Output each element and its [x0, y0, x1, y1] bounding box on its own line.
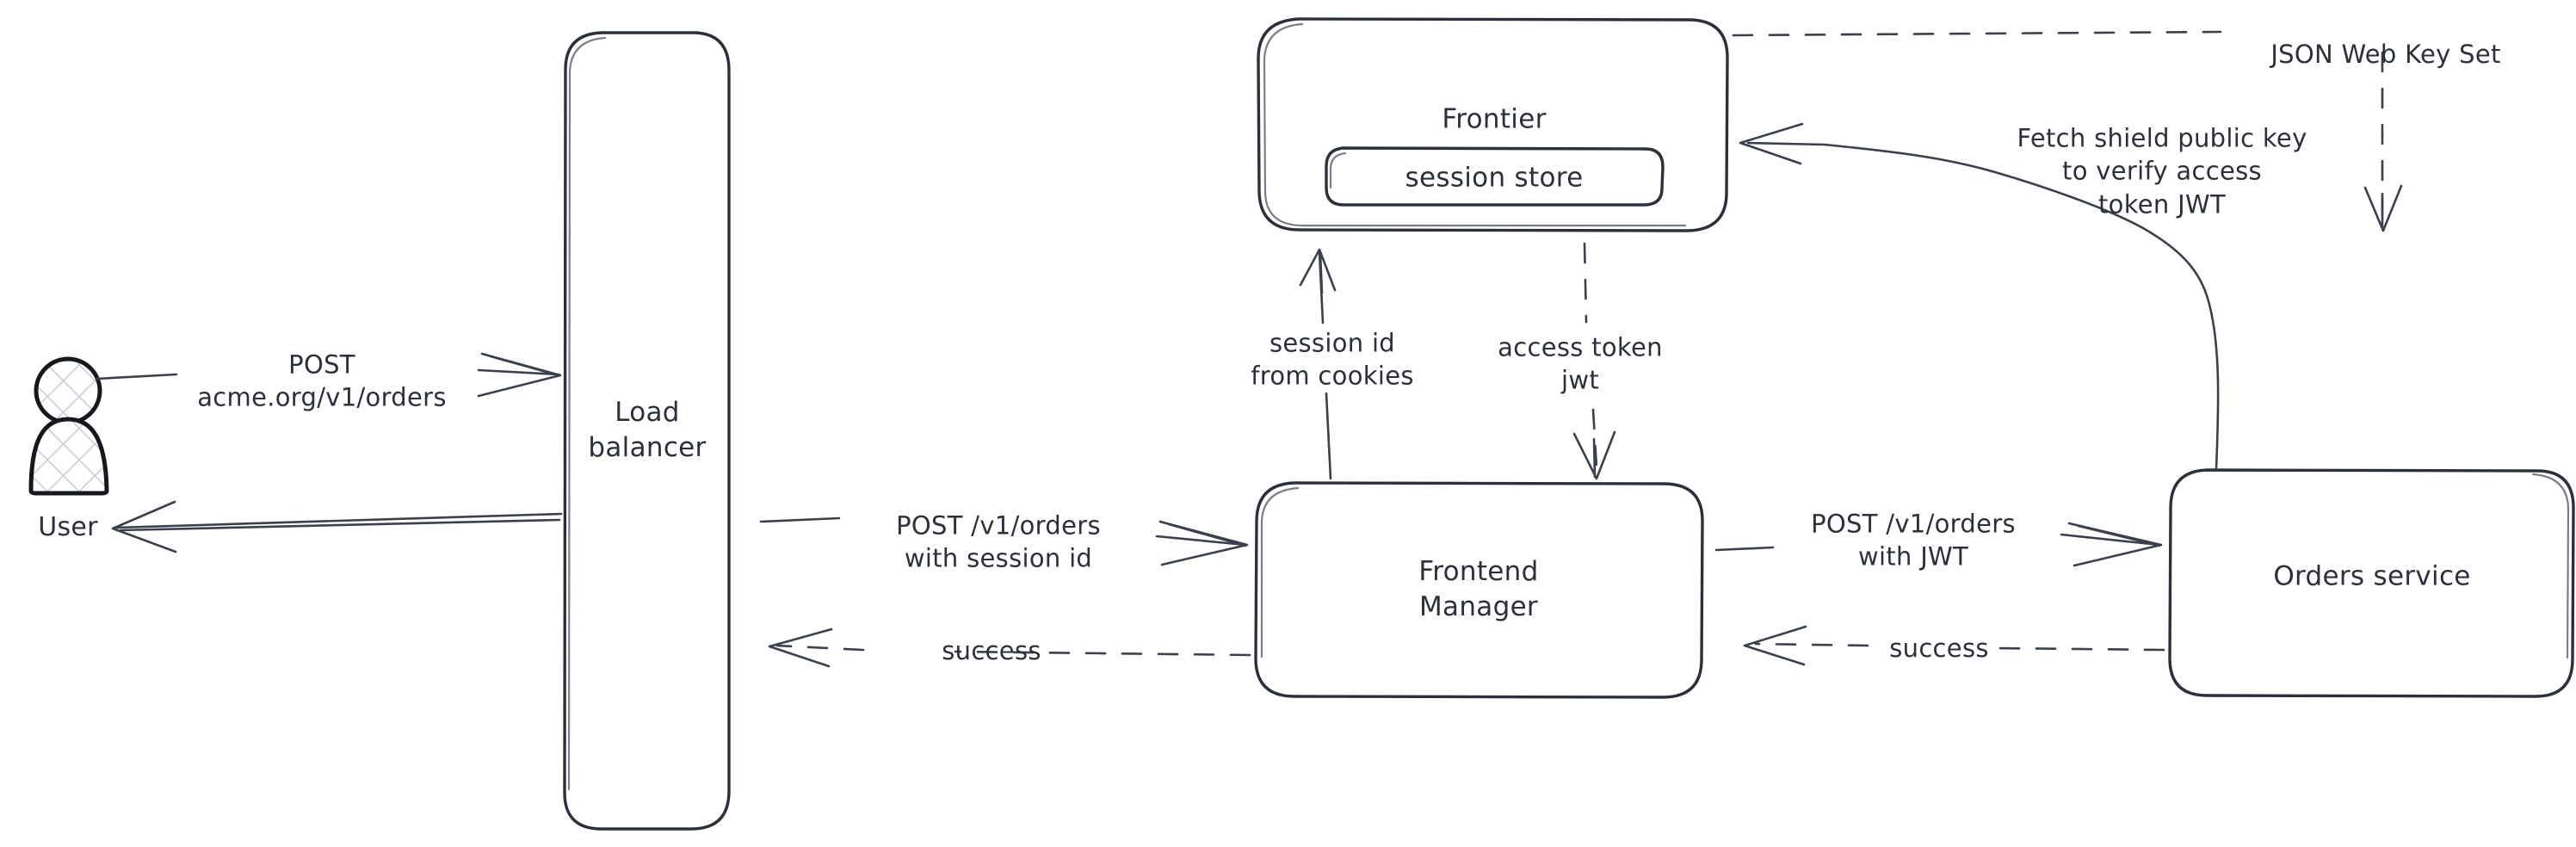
edge-frontend-manager-to-frontier: [1299, 248, 1337, 480]
edge-frontend-manager-to-load-balancer: [768, 628, 1251, 668]
frontend-manager-node[interactable]: [1254, 481, 1704, 699]
edge-load-balancer-to-frontend-manager: [759, 516, 1249, 566]
edge-frontier-to-orders-service: [1732, 30, 2403, 232]
person-icon-body: [28, 417, 109, 496]
orders-service-node[interactable]: [2168, 468, 2575, 698]
edge-orders-service-to-frontend-manager: [1743, 625, 2165, 666]
edge-load-balancer-to-user: [111, 500, 563, 553]
edge-user-to-load-balancer: [96, 352, 562, 398]
edge-orders-service-to-frontier: [1739, 122, 2220, 471]
person-icon-head: [34, 356, 102, 425]
edge-frontend-manager-to-orders-service: [1714, 522, 2163, 567]
edge-frontier-to-frontend-manager: [1572, 242, 1616, 480]
session-store-node[interactable]: [1325, 146, 1665, 207]
user-actor[interactable]: [28, 356, 109, 496]
load-balancer-node[interactable]: [563, 31, 731, 831]
